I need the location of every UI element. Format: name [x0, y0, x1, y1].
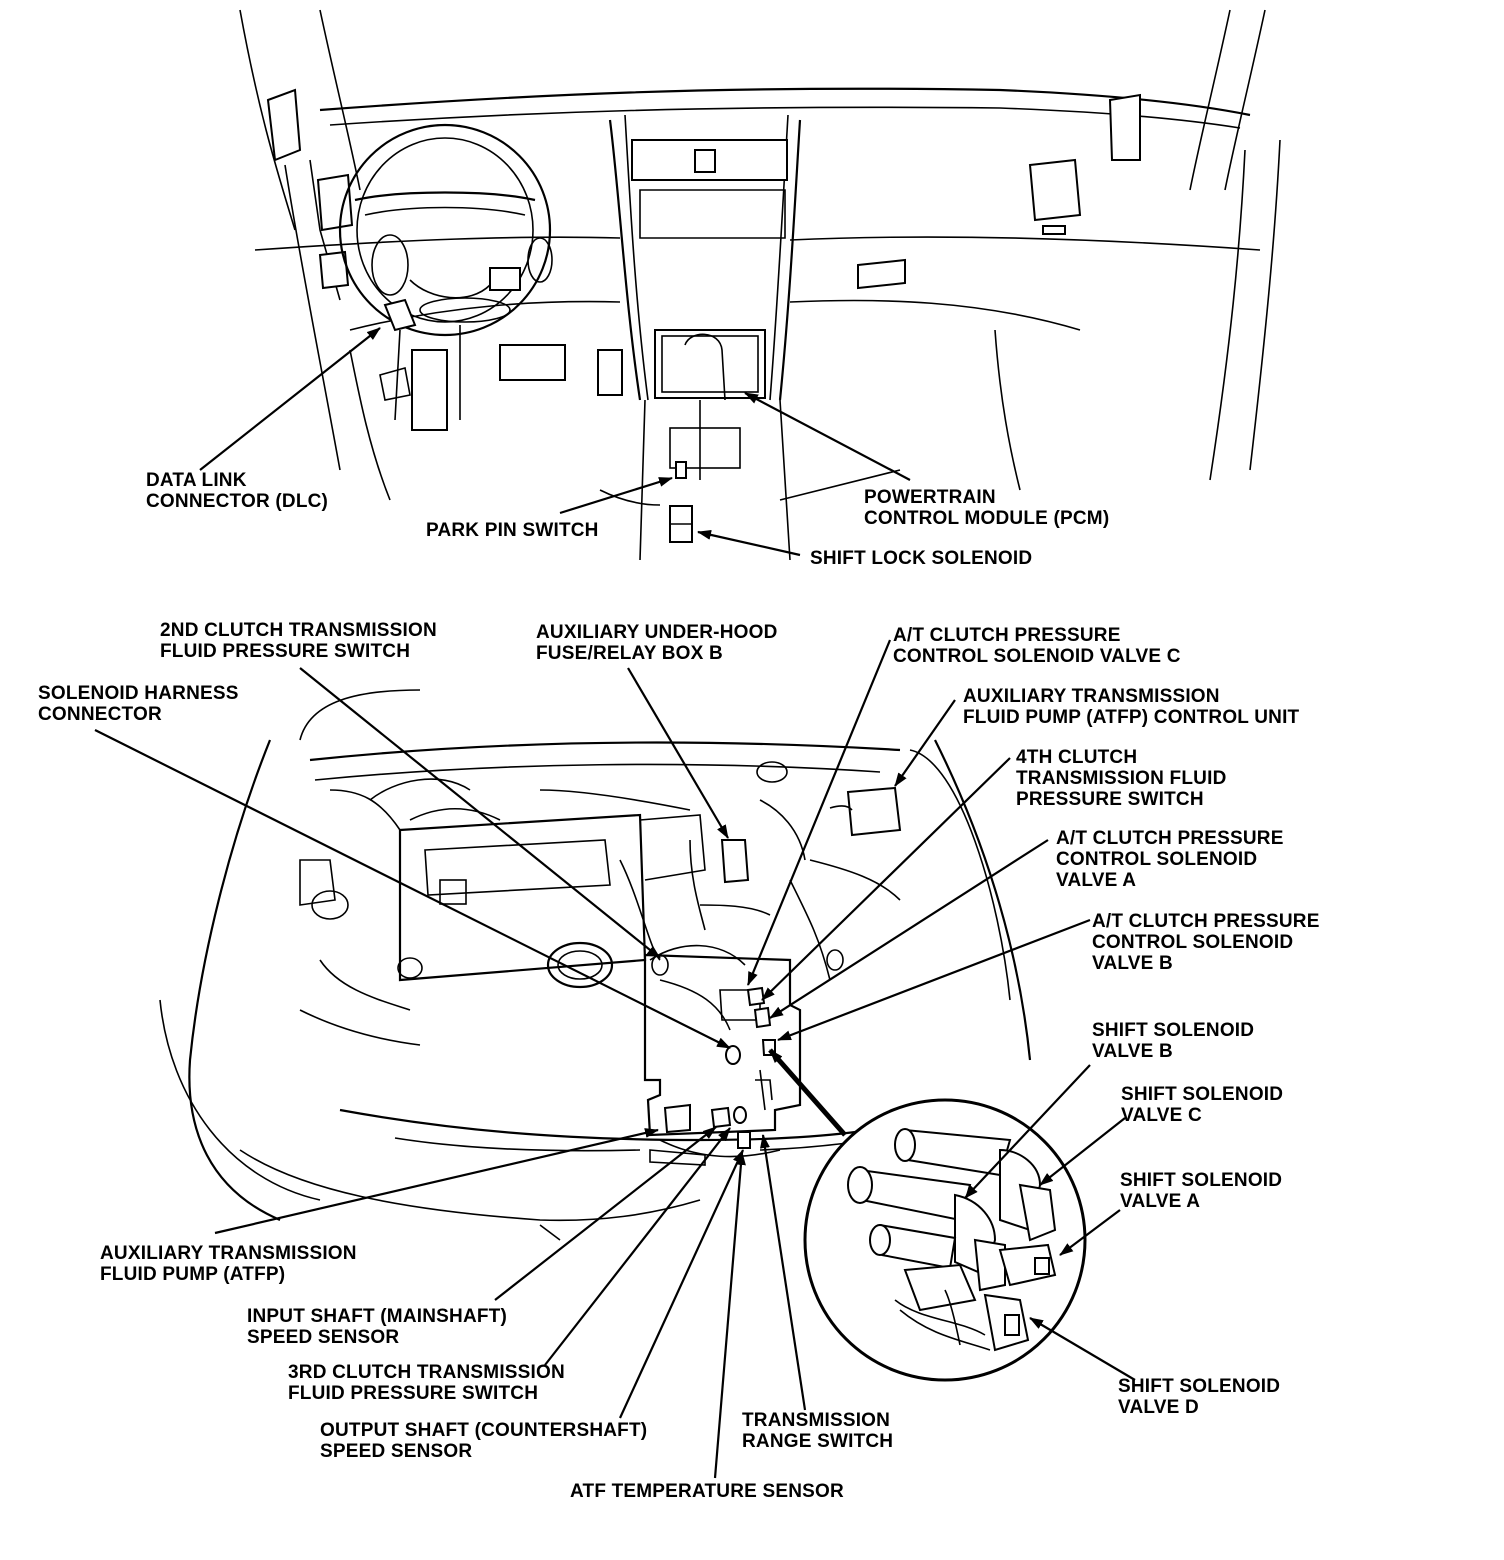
label-atf-temperature-sensor: ATF TEMPERATURE SENSOR [570, 1481, 844, 1502]
shift-solenoid-inset [803, 1098, 1087, 1382]
dashboard-leaders [199, 327, 911, 557]
label-output-shaft-sensor: OUTPUT SHAFT (COUNTERSHAFT)SPEED SENSOR [320, 1420, 648, 1462]
label-park-pin-switch: PARK PIN SWITCH [426, 520, 599, 541]
dashboard-illustration [239, 9, 1281, 561]
engine-leaders [94, 639, 1136, 1479]
label-shift-lock-solenoid: SHIFT LOCK SOLENOID [810, 548, 1033, 569]
label-input-shaft-sensor: INPUT SHAFT (MAINSHAFT)SPEED SENSOR [247, 1306, 508, 1348]
